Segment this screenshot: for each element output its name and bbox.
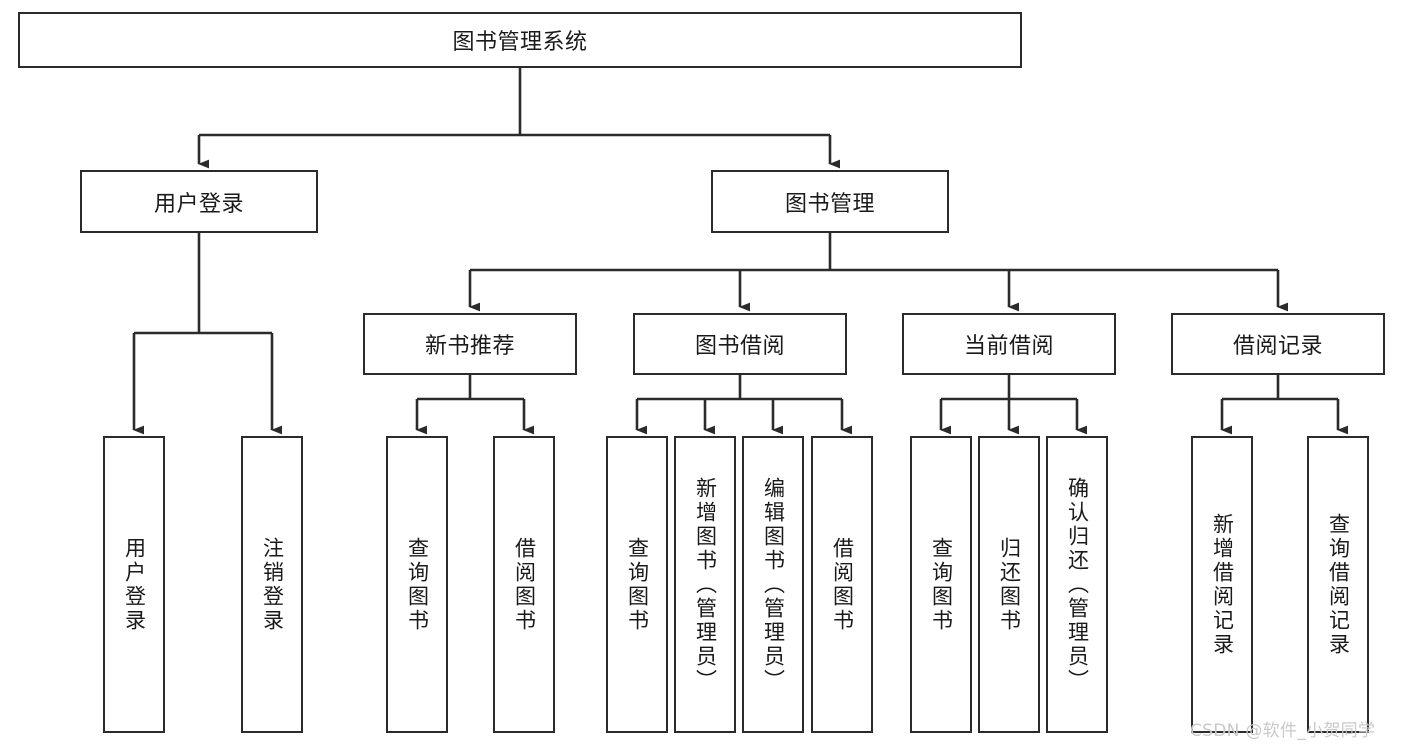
leaf-confirm-return[interactable]: 确认归还（管理员） xyxy=(1046,436,1108,733)
node-user-login[interactable]: 用户登录 xyxy=(80,170,318,233)
leaf-borrow-book-1[interactable]: 借阅图书 xyxy=(493,436,555,733)
node-label: 注销登录 xyxy=(260,536,285,633)
leaf-query-book-1[interactable]: 查询图书 xyxy=(386,436,448,733)
node-book-manage[interactable]: 图书管理 xyxy=(711,170,949,233)
node-book-borrow[interactable]: 图书借阅 xyxy=(633,313,847,375)
csdn-watermark: CSDN @软件_小贺同学 xyxy=(1190,721,1376,741)
leaf-logout-login[interactable]: 注销登录 xyxy=(241,436,303,733)
node-label: 图书借阅 xyxy=(694,334,785,359)
node-new-book-recommend[interactable]: 新书推荐 xyxy=(363,313,577,375)
node-book-management-system[interactable]: 图书管理系统 xyxy=(18,12,1022,68)
node-label: 借阅图书 xyxy=(512,536,537,633)
node-label: 查询借阅记录 xyxy=(1326,512,1351,657)
node-label: 编辑图书（管理员） xyxy=(761,476,786,693)
node-label: 查询图书 xyxy=(625,536,650,633)
leaf-edit-book[interactable]: 编辑图书（管理员） xyxy=(742,436,804,733)
node-current-borrow[interactable]: 当前借阅 xyxy=(902,313,1116,375)
node-label: 新增借阅记录 xyxy=(1210,512,1235,657)
node-label: 当前借阅 xyxy=(963,334,1054,359)
leaf-query-record[interactable]: 查询借阅记录 xyxy=(1307,436,1369,733)
leaf-add-book[interactable]: 新增图书（管理员） xyxy=(674,436,736,733)
node-label: 借阅图书 xyxy=(830,536,855,633)
leaf-user-login[interactable]: 用户登录 xyxy=(103,436,165,733)
leaf-add-record[interactable]: 新增借阅记录 xyxy=(1191,436,1253,733)
node-label: 归还图书 xyxy=(997,536,1022,633)
leaf-query-book-2[interactable]: 查询图书 xyxy=(606,436,668,733)
leaf-borrow-book-2[interactable]: 借阅图书 xyxy=(811,436,873,733)
node-label: 图书管理系统 xyxy=(452,30,588,55)
node-label: 借阅记录 xyxy=(1232,334,1323,359)
node-borrow-record[interactable]: 借阅记录 xyxy=(1171,313,1385,375)
node-label: 用户登录 xyxy=(122,536,147,633)
node-label: 图书管理 xyxy=(784,191,875,217)
leaf-query-book-3[interactable]: 查询图书 xyxy=(910,436,972,733)
node-label: 查询图书 xyxy=(929,536,954,633)
node-label: 用户登录 xyxy=(153,191,244,217)
node-label: 查询图书 xyxy=(405,536,430,633)
node-label: 新书推荐 xyxy=(424,334,515,359)
node-label: 新增图书（管理员） xyxy=(693,476,718,693)
node-label: 确认归还（管理员） xyxy=(1065,476,1090,693)
leaf-return-book[interactable]: 归还图书 xyxy=(978,436,1040,733)
